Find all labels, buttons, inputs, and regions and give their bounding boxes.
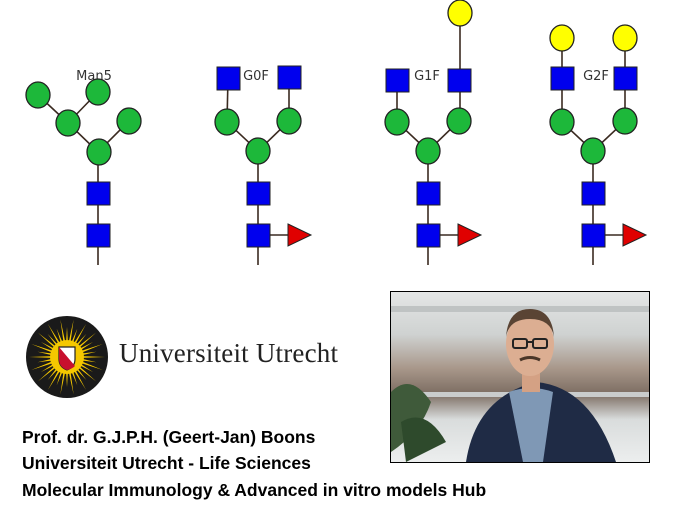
glycan-label: G1F [414, 69, 440, 84]
seal-ray [71, 370, 78, 386]
mannose-circle [415, 137, 441, 165]
seal-ray [37, 351, 53, 356]
glcnac-square [581, 223, 606, 248]
professor-name: Prof. dr. G.J.P.H. (Geert-Jan) Boons [22, 427, 316, 447]
seal-ray [37, 365, 57, 382]
mannose-circle [25, 81, 51, 109]
mannose-circle [86, 138, 112, 166]
seal-ray [60, 319, 66, 343]
glcnac-square [86, 181, 111, 206]
glycan-g1f: G1F [384, 0, 483, 265]
mannose-circle [85, 78, 111, 106]
glcnac-square [613, 66, 638, 91]
seal-ray [71, 328, 78, 344]
research-hub: Molecular Immunology & Advanced in vitro… [22, 480, 487, 500]
glcnac-square [246, 181, 271, 206]
glcnac-square [550, 66, 575, 91]
seal-ray [81, 358, 97, 363]
glycan-man5: Man5 [25, 69, 142, 265]
seal-ray [68, 319, 74, 343]
seal-ray [81, 351, 97, 356]
glcnac-square [385, 68, 410, 93]
glcnac-square [277, 65, 302, 90]
seal-ray [48, 369, 61, 390]
seal-ray [41, 342, 55, 351]
seal-ray [73, 369, 86, 390]
portrait-image [391, 292, 649, 462]
seal-ray [56, 370, 63, 386]
seal-ray [48, 324, 61, 345]
seal-ray [66, 372, 68, 387]
glcnac-square [416, 181, 441, 206]
seal-ray [77, 365, 97, 382]
seal-ray [47, 367, 59, 380]
mannose-circle [214, 108, 240, 136]
glcnac-square [416, 223, 441, 248]
university-seal-logo [26, 316, 108, 398]
glycan-label: G0F [243, 69, 269, 84]
seal-ray [79, 342, 93, 351]
mannose-circle [276, 107, 302, 135]
glycan-structures-diagram: .ln{stroke:#3a2a20;stroke-width:1.6;} .m… [25, 0, 648, 265]
mannose-circle [245, 137, 271, 165]
seal-ray [79, 363, 93, 372]
seal-ray [31, 344, 54, 353]
seal-ray [47, 334, 59, 347]
glycan-label: G2F [583, 69, 609, 84]
seal-ray [75, 334, 87, 347]
mannose-circle [612, 107, 638, 135]
seal-ray [80, 361, 103, 370]
mannose-circle [446, 107, 472, 135]
seal-ray [41, 363, 55, 372]
seal-ray [29, 356, 52, 358]
seal-ray [31, 361, 54, 370]
fucose-triangle [287, 223, 313, 247]
university-name: Universiteit Utrecht [119, 338, 339, 368]
seal-ray [82, 356, 105, 358]
glycan-g0f: G0F [214, 65, 313, 265]
glcnac-square [216, 66, 241, 91]
mannose-circle [384, 108, 410, 136]
galactose-circle [612, 24, 638, 52]
portrait-photo [390, 291, 650, 463]
seal-ray [37, 358, 53, 363]
seal-ray [77, 332, 97, 349]
mannose-circle [549, 108, 575, 136]
mannose-circle [580, 137, 606, 165]
seal-ray [80, 344, 103, 353]
seal-ray [68, 371, 74, 395]
fucose-triangle [457, 223, 483, 247]
seal-ray [56, 328, 63, 344]
glcnac-square [246, 223, 271, 248]
fucose-triangle [622, 223, 648, 247]
seal-ray [60, 371, 66, 395]
glcnac-square [447, 68, 472, 93]
mannose-circle [116, 107, 142, 135]
glcnac-square [581, 181, 606, 206]
mannose-circle [55, 109, 81, 137]
seal-ray [66, 327, 68, 342]
seal-ray [37, 332, 57, 349]
glycan-g2f: G2F [549, 24, 648, 265]
glcnac-square [86, 223, 111, 248]
affiliation: Universiteit Utrecht - Life Sciences [22, 453, 311, 473]
seal-ray [73, 324, 86, 345]
seal-ray [75, 367, 87, 380]
galactose-circle [447, 0, 473, 27]
galactose-circle [549, 24, 575, 52]
